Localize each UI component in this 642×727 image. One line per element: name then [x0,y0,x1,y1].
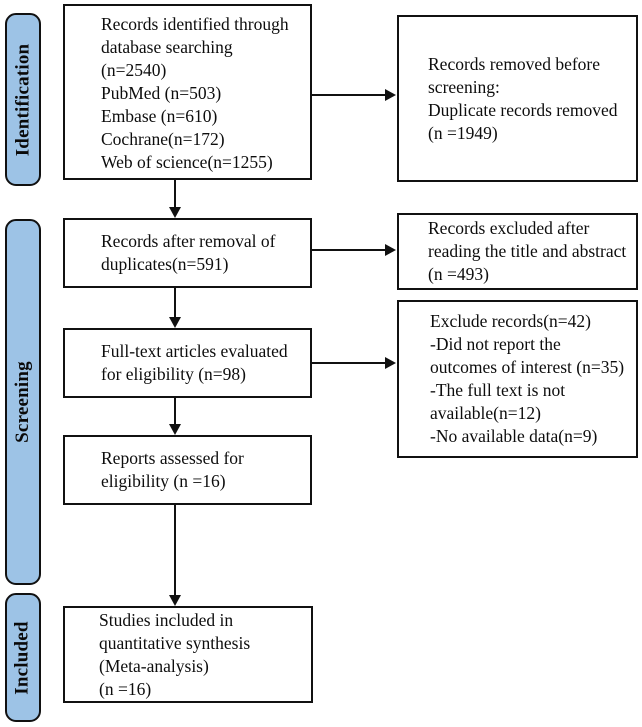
box-text-line: Studies included in [99,609,234,630]
arrow-head [169,207,181,218]
box-text-line: -The full text is not [430,380,566,400]
box-text-line: Records excluded after [428,218,590,238]
box-text-line: (n=2540) [101,60,167,80]
box-text-line: Duplicate records removed [428,99,618,120]
arrow-line [174,398,176,424]
arrow-line [174,180,176,207]
box-text-line: PubMed (n=503) [101,83,222,103]
box-text-line: quantitative synthesis [99,632,251,653]
arrow-head [169,595,181,606]
box-excluded-fulltext-reasons: Exclude records(n=42) -Did not report the… [397,300,638,458]
arrow-head [385,89,396,101]
box-text-line: Reports assessed for [101,448,244,468]
box-records-excluded-title-abstract: Records excluded after reading the title … [397,213,638,290]
box-text-line: Records identified through [101,14,289,34]
arrow-head [169,424,181,435]
box-text-line: Full-text articles evaluated [101,341,288,361]
box-text-line: database searching [101,37,233,57]
arrow-line [174,288,176,317]
arrow-line [312,94,385,96]
stage-label-included: Included [12,620,34,695]
box-text-line: Web of science(n=1255) [101,152,273,172]
box-text-line: -No available data(n=9) [430,426,598,446]
box-text-line: eligibility (n =16) [101,471,226,491]
stage-label-identification: Identification [12,43,33,156]
box-text-line: Records removed before [428,53,601,74]
arrow-head [169,317,181,328]
box-records-after-duplicates: Records after removal of duplicates(n=591… [63,218,312,288]
box-reports-assessed: Reports assessed for eligibility (n =16) [63,435,312,505]
box-text-line: (n =493) [428,264,489,284]
box-fulltext-evaluated: Full-text articles evaluated for eligibil… [63,328,312,398]
stage-label-screening: Screening [12,361,34,443]
stage-included: Included [5,593,41,722]
box-text-line: Embase (n=610) [101,106,218,126]
box-text-line: reading the title and abstract [428,241,627,261]
box-text-line: (Meta-analysis) [99,655,209,676]
box-text-line: Records after removal of [101,231,276,251]
box-text-line: outcomes of interest (n=35) [430,357,625,377]
box-text-line: for eligibility (n=98) [101,364,246,384]
arrow-line [312,249,385,251]
arrow-line [312,362,385,364]
box-text-line: duplicates(n=591) [101,254,229,274]
arrow-head [385,357,396,369]
arrow-line [174,505,176,595]
box-records-identified: Records identified through database searc… [63,4,312,180]
stage-screening: Screening [5,219,41,585]
stage-identification: Identification [5,13,41,186]
box-text-line: -Did not report the [430,334,561,354]
box-text-line: screening: [428,76,500,97]
box-text-line: Exclude records(n=42) [430,311,591,331]
box-text-line: (n =1949) [428,122,498,143]
box-text-line: (n =16) [99,678,152,699]
box-text-line: available(n=12) [430,403,541,423]
box-text-line: Cochrane(n=172) [101,129,225,149]
arrow-head [385,244,396,256]
